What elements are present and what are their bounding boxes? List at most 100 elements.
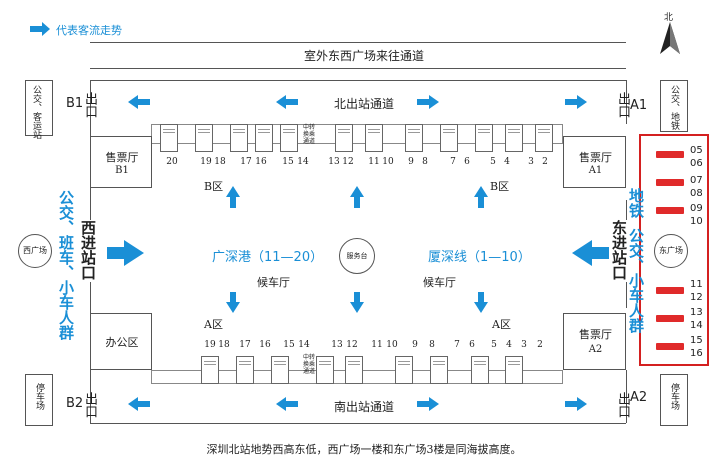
gate-number: 14 bbox=[298, 340, 310, 350]
gate-number: 9 bbox=[408, 157, 414, 167]
exit-a2-word: 出口 bbox=[615, 392, 630, 418]
gate-number: 12 bbox=[342, 157, 354, 167]
flow-arrow-icon bbox=[565, 397, 587, 411]
guangshen-line-label: 广深港（11—20） bbox=[212, 250, 324, 265]
gate-number: 5 bbox=[490, 157, 496, 167]
gate-box bbox=[345, 356, 363, 384]
bus-stop-icon bbox=[656, 151, 684, 158]
office-label: 办公区 bbox=[105, 336, 139, 349]
gate-box bbox=[201, 356, 219, 384]
gate-number: 15 bbox=[282, 157, 294, 167]
gate-number: 5 bbox=[491, 340, 497, 350]
gate-box bbox=[405, 124, 423, 152]
exit-a1-code: A1 bbox=[630, 98, 648, 113]
gate-number: 18 bbox=[218, 340, 230, 350]
gate-box bbox=[160, 124, 178, 152]
waiting-hall-right: 候车厅 bbox=[423, 276, 456, 289]
bus-stop-number: 07 bbox=[690, 175, 703, 186]
gate-box bbox=[505, 124, 523, 152]
flow-arrow-icon bbox=[30, 22, 50, 36]
office-area: 办公区 bbox=[90, 313, 152, 370]
east-metro-label: 地铁 bbox=[627, 188, 645, 218]
flow-arrow-icon bbox=[226, 292, 240, 313]
gate-number: 2 bbox=[537, 340, 543, 350]
gate-number: 15 bbox=[283, 340, 295, 350]
gate-number: 13 bbox=[328, 157, 340, 167]
gate-box bbox=[195, 124, 213, 152]
exit-b2-word: 出口 bbox=[82, 392, 97, 418]
west-transport-crowd-label: 公交、班车、小车人群 bbox=[57, 190, 75, 340]
gate-number: 16 bbox=[255, 157, 267, 167]
gate-box bbox=[280, 124, 298, 152]
bus-stop-number: 15 bbox=[690, 335, 703, 346]
footnote: 深圳北站地势西高东低，西广场一楼和东广场3楼是同海拔高度。 bbox=[206, 443, 522, 456]
flow-arrow-icon bbox=[350, 292, 364, 313]
gate-number: 14 bbox=[297, 157, 309, 167]
service-desk-label: 服务台 bbox=[346, 252, 368, 260]
gate-box bbox=[471, 356, 489, 384]
gate-number: 10 bbox=[382, 157, 394, 167]
north-exit-passage-label: 北出站通道 bbox=[333, 97, 394, 111]
ticket-hall-b1: 售票厅 B1 bbox=[90, 136, 152, 188]
flow-arrow-icon bbox=[350, 186, 364, 208]
bus-stop-panel bbox=[639, 134, 709, 366]
gate-number: 4 bbox=[506, 340, 512, 350]
gate-box bbox=[475, 124, 493, 152]
gate-box bbox=[271, 356, 289, 384]
exit-b1-code: B1 bbox=[66, 96, 84, 111]
gate-box bbox=[365, 124, 383, 152]
gate-number: 11 bbox=[368, 157, 380, 167]
transfer-passage-south-label: 中转换乘通道 bbox=[302, 354, 315, 375]
gate-number: 2 bbox=[542, 157, 548, 167]
gate-box bbox=[535, 124, 553, 152]
flow-arrow-icon bbox=[128, 397, 150, 411]
exit-b1-word: 出口 bbox=[82, 92, 97, 118]
east-transport-crowd-label: 公交、小车人群 bbox=[627, 228, 645, 333]
gate-box bbox=[395, 356, 413, 384]
flow-arrow-icon bbox=[417, 95, 439, 109]
zone-a-right: A区 bbox=[492, 318, 511, 331]
bus-stop-number: 06 bbox=[690, 158, 703, 169]
bus-stop-icon bbox=[656, 343, 684, 350]
bus-stop-number: 16 bbox=[690, 348, 703, 359]
west-entrance-label: 西进站口 bbox=[79, 220, 97, 280]
ticket-hall-a1-label: 售票厅 bbox=[579, 151, 612, 164]
gate-number: 19 bbox=[204, 340, 216, 350]
gate-box bbox=[316, 356, 334, 384]
exit-a1-word: 出口 bbox=[615, 92, 630, 118]
east-plaza-circle: 东广场 bbox=[654, 234, 688, 268]
gate-box bbox=[505, 356, 523, 384]
flow-arrow-icon bbox=[107, 240, 144, 266]
gate-number: 19 bbox=[200, 157, 212, 167]
gate-number: 20 bbox=[166, 157, 178, 167]
gate-box bbox=[335, 124, 353, 152]
bus-stop-icon bbox=[656, 179, 684, 186]
zone-b-right: B区 bbox=[490, 180, 510, 193]
east-parking-box: 停车场 bbox=[660, 374, 688, 426]
bus-metro-label: 公交、地铁 bbox=[669, 85, 679, 130]
gate-number: 7 bbox=[454, 340, 460, 350]
gate-number: 16 bbox=[259, 340, 271, 350]
bus-stop-icon bbox=[656, 207, 684, 214]
bus-stop-number: 12 bbox=[690, 292, 703, 303]
bus-stop-icon bbox=[656, 315, 684, 322]
flow-arrow-icon bbox=[565, 95, 587, 109]
outdoor-passage-label: 室外东西广场来往通道 bbox=[303, 49, 424, 63]
gate-number: 9 bbox=[412, 340, 418, 350]
gate-number: 3 bbox=[521, 340, 527, 350]
bus-metro-box: 公交、地铁 bbox=[660, 80, 688, 132]
ticket-hall-a1: 售票厅 A1 bbox=[563, 136, 626, 188]
north-gate-band bbox=[151, 124, 563, 144]
zone-b-left: B区 bbox=[204, 180, 224, 193]
flow-arrow-icon bbox=[474, 186, 488, 208]
flow-arrow-icon bbox=[226, 186, 240, 208]
west-parking-box: 停车场 bbox=[25, 374, 53, 426]
legend-label: 代表客流走势 bbox=[56, 24, 122, 37]
east-entrance-label: 东进站口 bbox=[610, 220, 628, 280]
ticket-hall-b1-code: B1 bbox=[115, 165, 129, 176]
bus-stop-number: 13 bbox=[690, 307, 703, 318]
ticket-hall-a2-code: A2 bbox=[588, 344, 603, 355]
bus-coach-station-label: 公交、客运站 bbox=[31, 85, 41, 139]
